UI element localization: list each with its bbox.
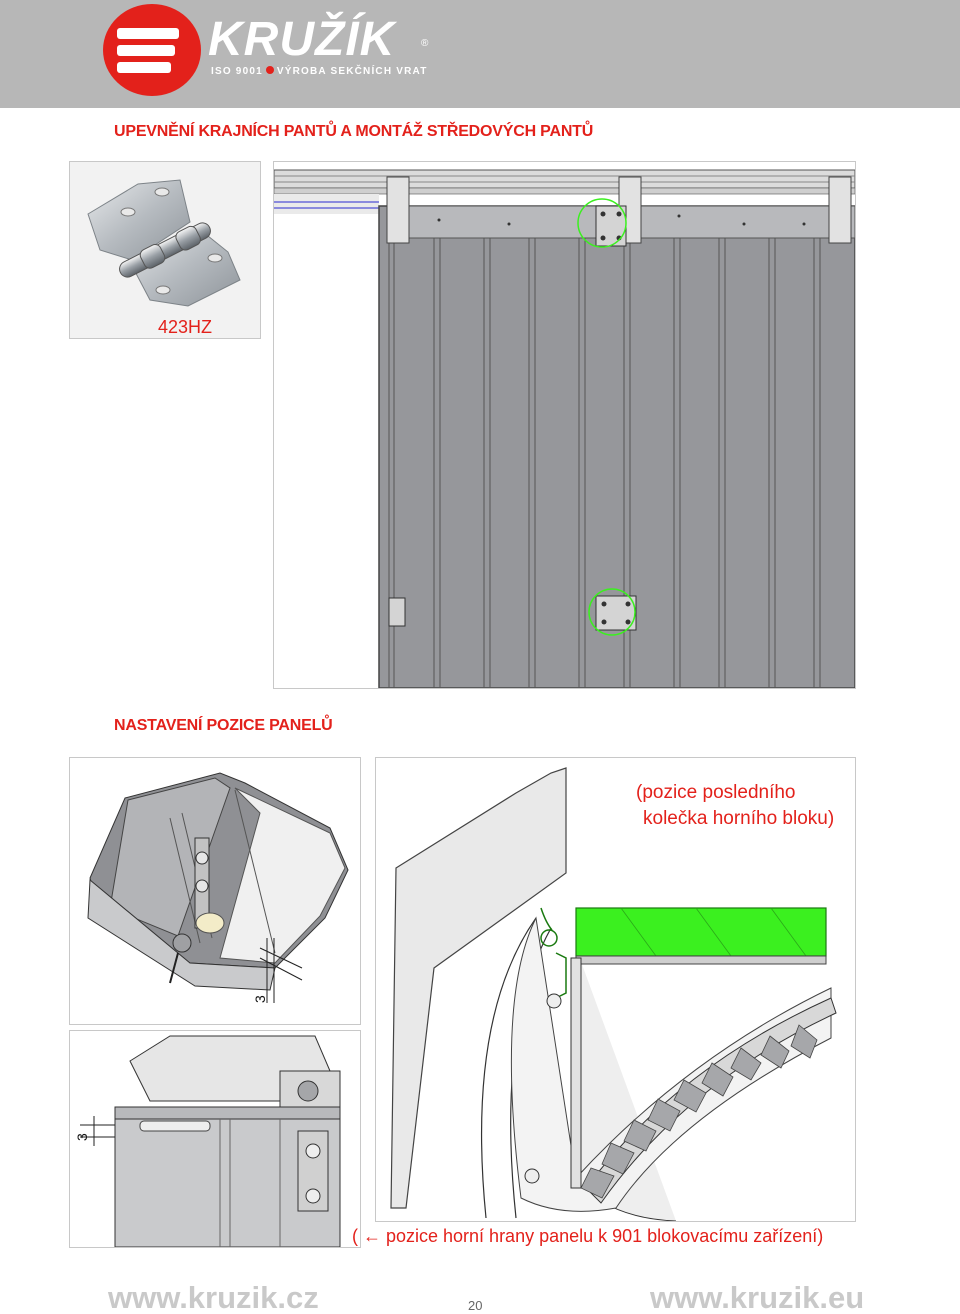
logo-icon — [103, 4, 201, 96]
dimension-label-bottom: 3 — [74, 1133, 90, 1141]
brand-tagline: ISO 9001 VÝROBA SEKČNÍCH VRAT — [211, 66, 428, 77]
door-panels-icon — [274, 169, 855, 688]
tagline-iso: ISO 9001 — [211, 66, 263, 77]
roller-note-line1: (pozice posledního — [636, 782, 796, 803]
door-elevation-drawing — [273, 161, 856, 689]
detail-top-bracket-drawing: 3 — [69, 1030, 361, 1248]
hinge-code-label: 423HZ — [158, 317, 212, 337]
detail-bottom-seal-drawing: 3 — [69, 757, 361, 1025]
hinge-icon: 423HZ — [87, 179, 241, 337]
page-header: KRUŽÍK ® ISO 9001 VÝROBA SEKČNÍCH VRAT — [0, 0, 960, 108]
tagline-text: VÝROBA SEKČNÍCH VRAT — [276, 66, 428, 77]
hinge-photo: 423HZ — [69, 161, 261, 339]
footer-url-right[interactable]: www.kruzik.eu — [650, 1280, 865, 1314]
section-title-hinges: UPEVNĚNÍ KRAJNÍCH PANTŮ A MONTÁŽ STŘEDOV… — [114, 123, 594, 140]
page-number: 20 — [468, 1298, 483, 1313]
bracket-detail-icon: 3 — [74, 1035, 341, 1247]
tagline-dot-icon — [265, 66, 274, 75]
panel-edge-caption: ( ← pozice horní hrany panelu k 901 blok… — [352, 1226, 824, 1246]
section-title-panels: NASTAVENÍ POZICE PANELŮ — [114, 717, 333, 734]
roller-note-line2: kolečka horního bloku) — [643, 808, 834, 829]
registered-mark: ® — [421, 38, 429, 49]
seal-detail-icon: 3 — [87, 772, 349, 1003]
track-curve-icon: (pozice posledního kolečka horního bloku… — [390, 767, 837, 1221]
brand-name: KRUŽÍK — [208, 13, 396, 66]
dimension-label-top: 3 — [252, 995, 268, 1003]
footer-url-left[interactable]: www.kruzik.cz — [108, 1280, 319, 1314]
track-curve-drawing: (pozice posledního kolečka horního bloku… — [375, 757, 856, 1222]
